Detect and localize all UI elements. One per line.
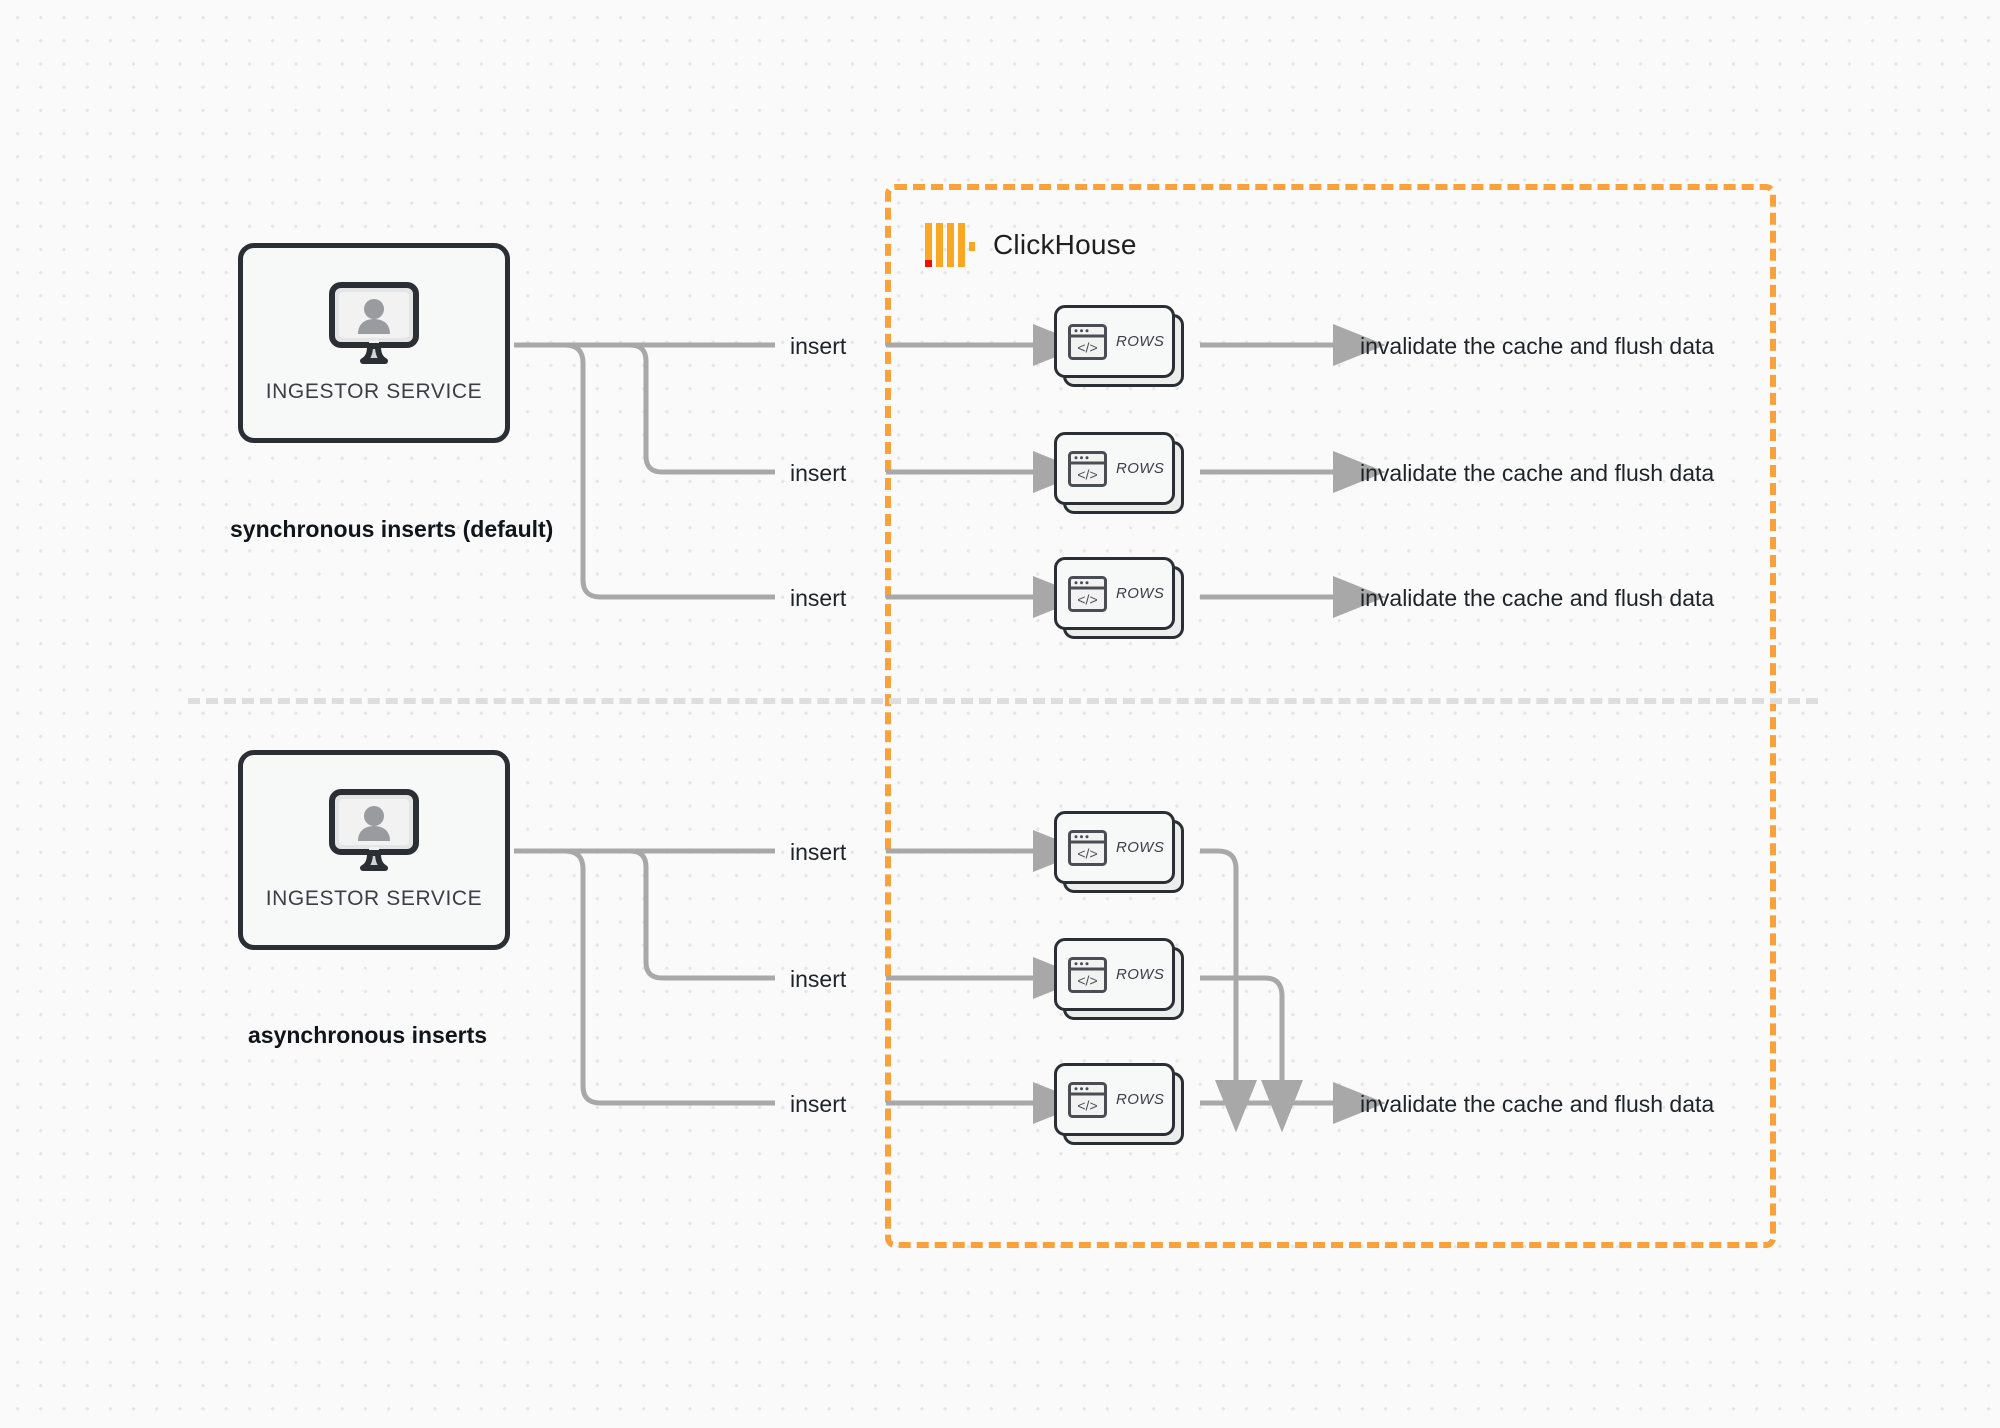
logo-bar-4 bbox=[958, 223, 965, 267]
rows-card-label: ROWS bbox=[1116, 585, 1165, 602]
insert-label-async-2: insert bbox=[790, 966, 847, 992]
async-branch-3 bbox=[540, 848, 775, 1106]
sync-branch-2 bbox=[580, 342, 775, 475]
code-window-icon: </> bbox=[1068, 450, 1107, 487]
rows-card-sync-3[interactable]: </> ROWS bbox=[1054, 557, 1184, 639]
rows-card-front: </> ROWS bbox=[1054, 557, 1175, 630]
insert-label-async-1: insert bbox=[790, 839, 847, 865]
code-window-icon: </> bbox=[1068, 323, 1107, 360]
code-window-icon: </> bbox=[1068, 1081, 1107, 1118]
logo-bar-1 bbox=[925, 223, 932, 267]
svg-text:</>: </> bbox=[1077, 339, 1097, 355]
rows-card-front: </> ROWS bbox=[1054, 811, 1175, 884]
rows-card-label: ROWS bbox=[1116, 839, 1165, 856]
code-window-icon: </> bbox=[1068, 956, 1107, 993]
ingestor-service-label-async: INGESTOR SERVICE bbox=[265, 887, 483, 910]
rows-card-front: </> ROWS bbox=[1054, 1063, 1175, 1136]
logo-nub bbox=[969, 242, 975, 251]
svg-text:</>: </> bbox=[1077, 1097, 1097, 1113]
rows-card-label: ROWS bbox=[1116, 333, 1165, 350]
code-window-icon: </> bbox=[1068, 575, 1107, 612]
caption-asynchronous: asynchronous inserts bbox=[248, 1022, 488, 1048]
logo-bar-3 bbox=[947, 223, 954, 267]
clickhouse-brand-label: ClickHouse bbox=[993, 229, 1137, 260]
rows-card-async-2[interactable]: </> ROWS bbox=[1054, 938, 1184, 1020]
insert-label-sync-3: insert bbox=[790, 585, 847, 611]
result-label-sync-2: invalidate the cache and flush data bbox=[1360, 460, 1715, 486]
rows-card-sync-2[interactable]: </> ROWS bbox=[1054, 432, 1184, 514]
caption-synchronous: synchronous inserts (default) bbox=[230, 516, 554, 542]
clickhouse-logo bbox=[925, 223, 975, 267]
ingestor-service-async[interactable]: INGESTOR SERVICE bbox=[238, 750, 510, 950]
section-divider bbox=[188, 698, 1818, 704]
rows-card-label: ROWS bbox=[1116, 1091, 1165, 1108]
svg-text:</>: </> bbox=[1077, 466, 1097, 482]
insert-label-async-3: insert bbox=[790, 1091, 847, 1117]
monitor-user-icon bbox=[328, 282, 420, 366]
monitor-user-icon bbox=[328, 789, 420, 873]
svg-text:</>: </> bbox=[1077, 591, 1097, 607]
svg-text:</>: </> bbox=[1077, 972, 1097, 988]
clickhouse-boundary bbox=[885, 184, 1776, 1248]
rows-card-front: </> ROWS bbox=[1054, 432, 1175, 505]
async-branch-2 bbox=[580, 848, 775, 981]
rows-card-front: </> ROWS bbox=[1054, 938, 1175, 1011]
rows-card-label: ROWS bbox=[1116, 966, 1165, 983]
insert-label-sync-1: insert bbox=[790, 333, 847, 359]
ingestor-service-sync[interactable]: INGESTOR SERVICE bbox=[238, 243, 510, 443]
result-label-async-merged: invalidate the cache and flush data bbox=[1360, 1091, 1715, 1117]
logo-red-square bbox=[925, 260, 932, 267]
clickhouse-brand: ClickHouse bbox=[925, 222, 1137, 268]
rows-card-async-1[interactable]: </> ROWS bbox=[1054, 811, 1184, 893]
insert-label-sync-2: insert bbox=[790, 460, 847, 486]
rows-card-sync-1[interactable]: </> ROWS bbox=[1054, 305, 1184, 387]
code-window-icon: </> bbox=[1068, 829, 1107, 866]
result-label-sync-1: invalidate the cache and flush data bbox=[1360, 333, 1715, 359]
svg-text:</>: </> bbox=[1077, 845, 1097, 861]
ingestor-service-label-sync: INGESTOR SERVICE bbox=[265, 380, 483, 403]
rows-card-label: ROWS bbox=[1116, 460, 1165, 477]
logo-bar-2 bbox=[936, 223, 943, 267]
sync-branch-3 bbox=[540, 342, 775, 600]
rows-card-async-3[interactable]: </> ROWS bbox=[1054, 1063, 1184, 1145]
result-label-sync-3: invalidate the cache and flush data bbox=[1360, 585, 1715, 611]
rows-card-front: </> ROWS bbox=[1054, 305, 1175, 378]
